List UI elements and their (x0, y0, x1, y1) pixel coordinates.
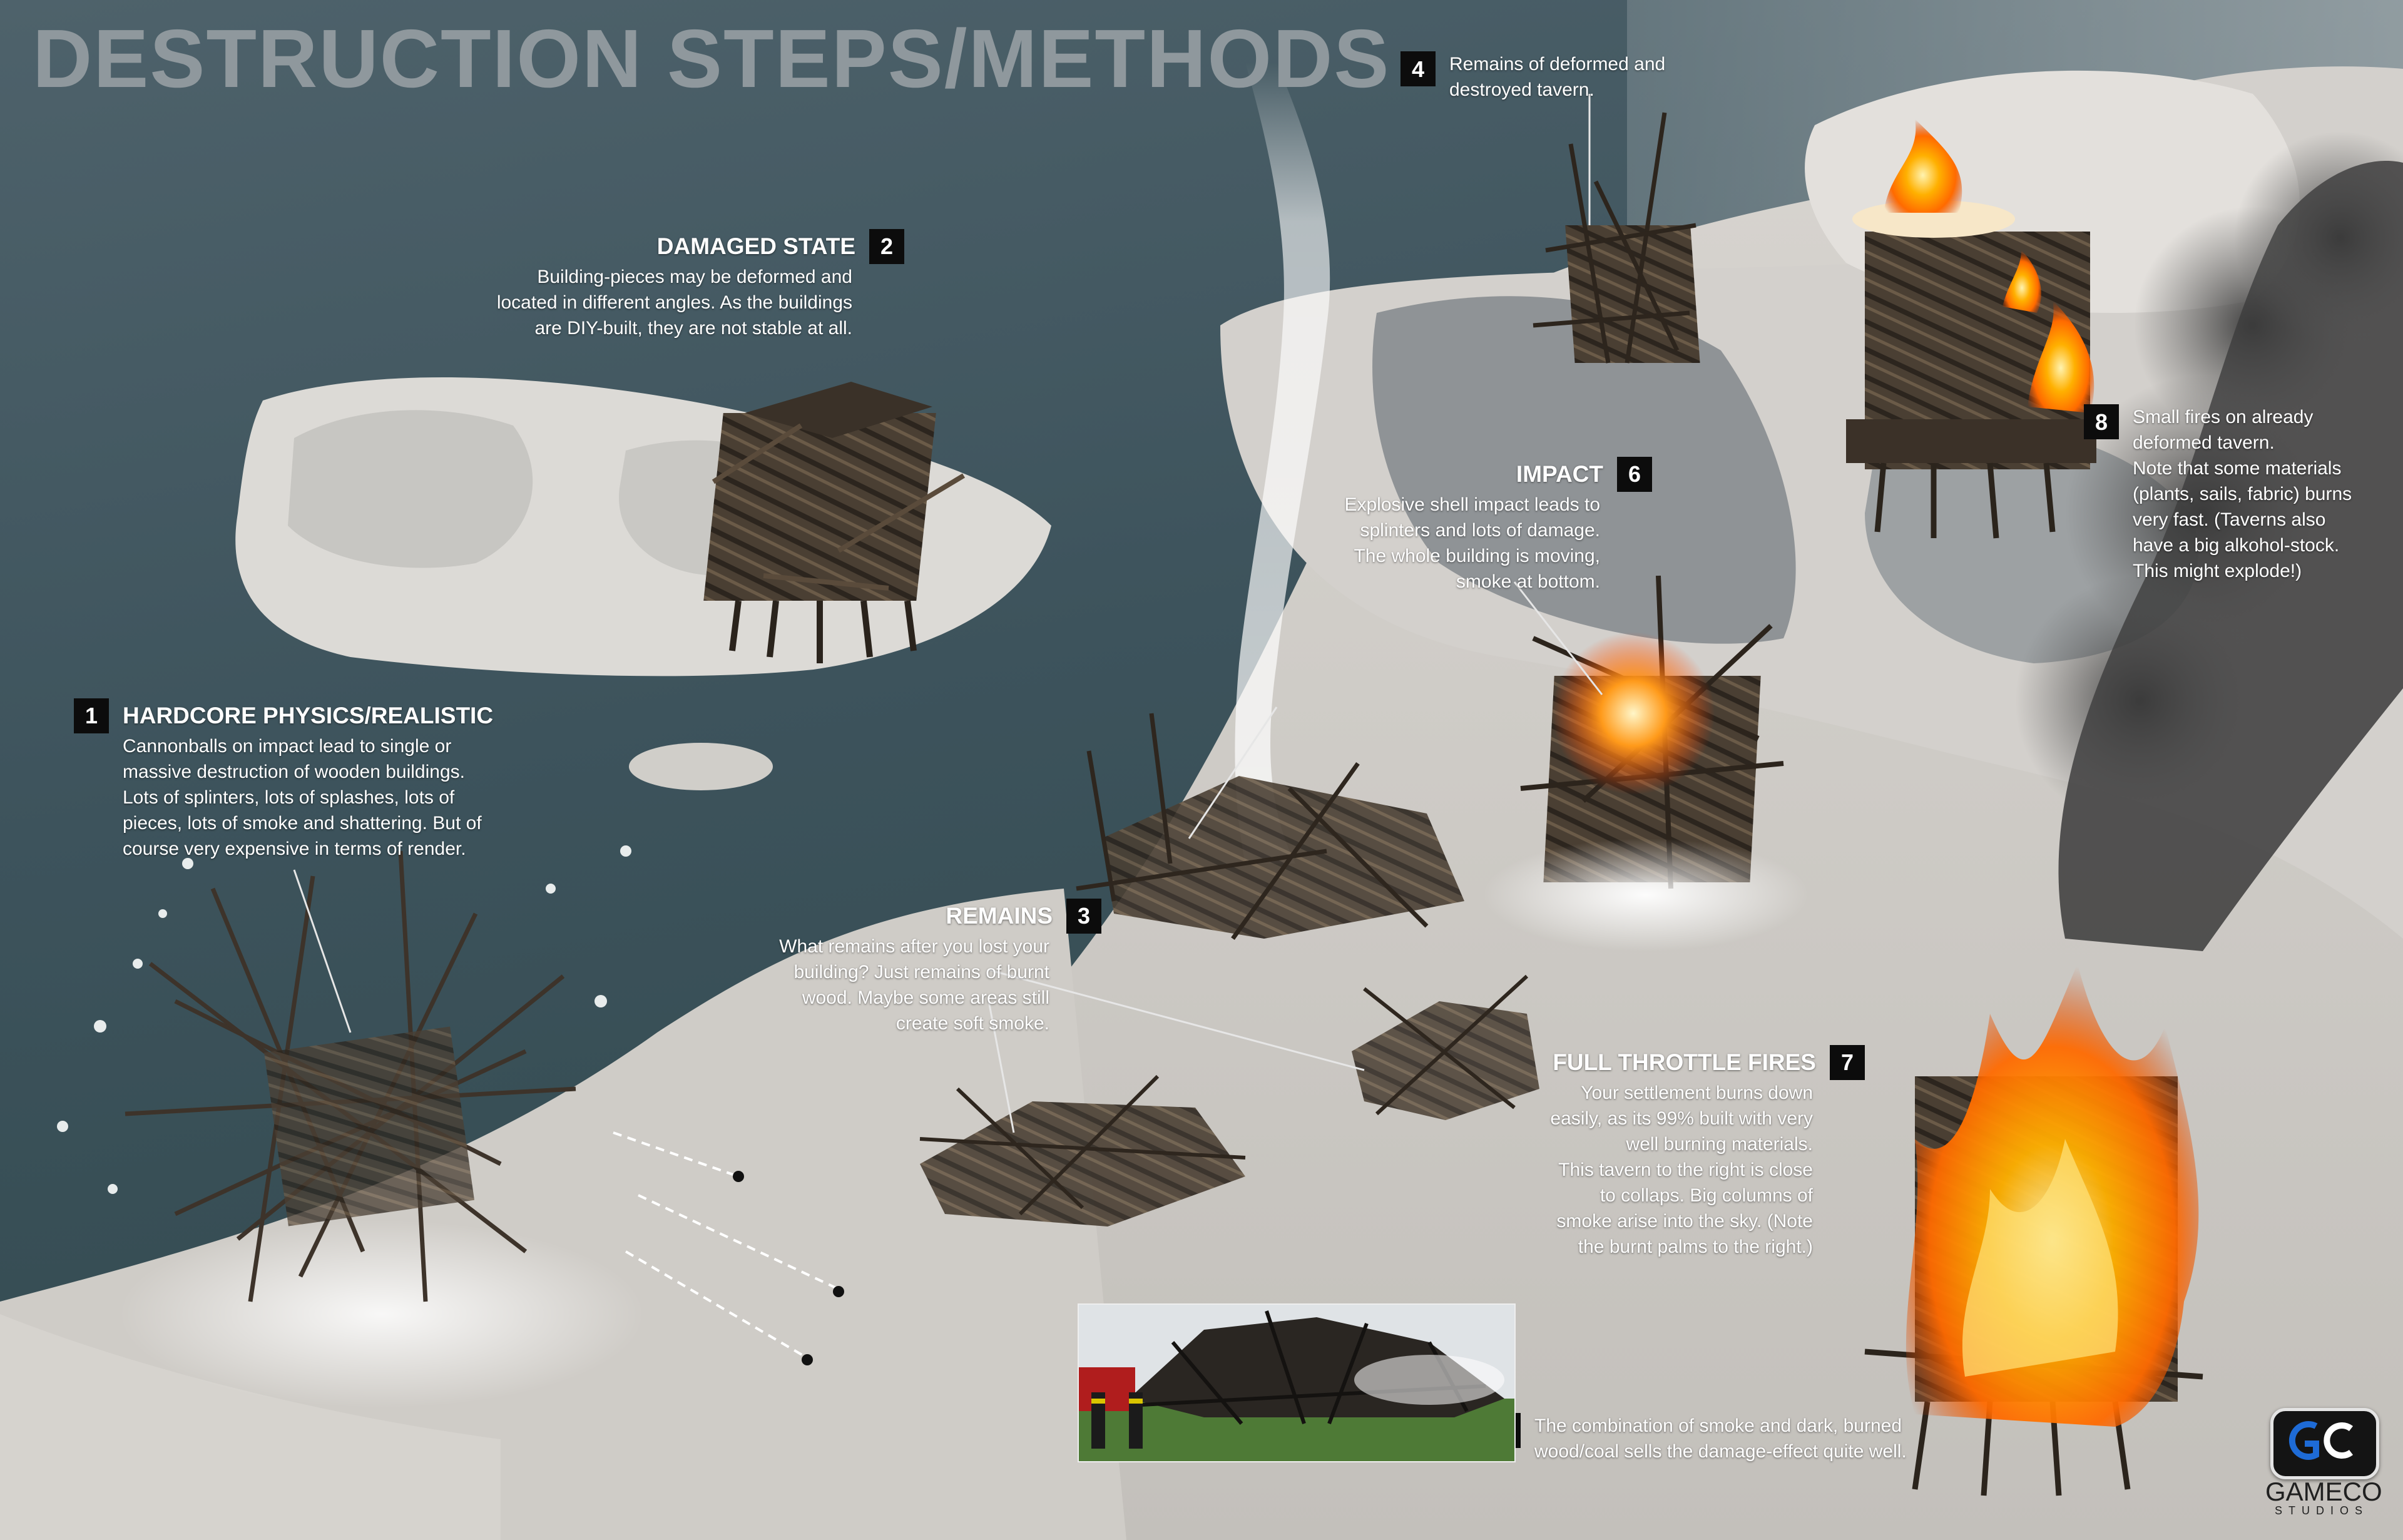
step-number-badge: 8 (2084, 404, 2119, 439)
callout-4-body: Remains of deformed and destroyed tavern… (1449, 54, 1666, 100)
callout-7-heading: FULL THROTTLE FIRES (1553, 1049, 1816, 1075)
step-number-badge: 4 (1400, 51, 1436, 86)
callout-2-body: Building-pieces may be deformed and loca… (496, 267, 852, 339)
callout-3-remains: REMAINS 3 What remains after you lost yo… (713, 899, 1101, 1036)
callout-6-impact: IMPACT 6 Explosive shell impact leads to… (1252, 457, 1652, 594)
callout-3-header: REMAINS 3 (713, 899, 1101, 934)
logo-subtitle: STUDIOS (2274, 1504, 2369, 1517)
reference-photo-burned-building (1078, 1303, 1516, 1462)
callout-7-full-throttle-fires: FULL THROTTLE FIRES 7 Your settlement bu… (1458, 1045, 1865, 1260)
callout-2-header: DAMAGED STATE 2 (438, 229, 904, 264)
callout-3-heading: REMAINS (946, 903, 1053, 929)
step-number-badge: 2 (869, 229, 904, 264)
callout-1-heading: HARDCORE PHYSICS/REALISTIC (123, 703, 494, 728)
callout-8-body: Small fires on already deformed tavern. … (2133, 407, 2352, 581)
step-number-badge: 1 (74, 698, 109, 733)
step-number-badge: 3 (1066, 899, 1101, 934)
callout-4-destroyed-tavern: 4 Remains of deformed and destroyed tave… (1400, 51, 1751, 103)
callout-5-body: The combination of smoke and dark, burne… (1534, 1415, 1907, 1462)
logo-wordmark: GAMECO (2265, 1477, 2382, 1506)
callout-8-small-fires: 8 Small fires on already deformed tavern… (2084, 404, 2384, 584)
logo-badge (2270, 1408, 2379, 1479)
gameco-studios-logo: GAMECO STUDIOS (2265, 1408, 2382, 1521)
step-number-badge: 7 (1830, 1045, 1865, 1080)
step-number-badge: 6 (1617, 457, 1652, 492)
callout-2-damaged-state: DAMAGED STATE 2 Building-pieces may be d… (438, 229, 904, 341)
callout-7-header: FULL THROTTLE FIRES 7 (1458, 1045, 1865, 1080)
callout-5-smoke-and-wood: 5 The combination of smoke and dark, bur… (1486, 1413, 1986, 1464)
callout-6-header: IMPACT 6 (1252, 457, 1652, 492)
callout-1-hardcore-physics: 1 HARDCORE PHYSICS/REALISTIC Cannonballs… (74, 698, 549, 862)
callout-1-body: Cannonballs on impact lead to single or … (123, 736, 482, 859)
page-title: DESTRUCTION STEPS/METHODS (33, 13, 1390, 105)
callout-1-header: 1 HARDCORE PHYSICS/REALISTIC (74, 698, 549, 733)
callout-2-heading: DAMAGED STATE (656, 233, 855, 259)
callout-6-body: Explosive shell impact leads to splinter… (1344, 494, 1600, 592)
callout-6-heading: IMPACT (1516, 461, 1603, 487)
callout-7-body: Your settlement burns down easily, as it… (1550, 1083, 1813, 1257)
callout-3-body: What remains after you lost your buildin… (779, 936, 1049, 1034)
